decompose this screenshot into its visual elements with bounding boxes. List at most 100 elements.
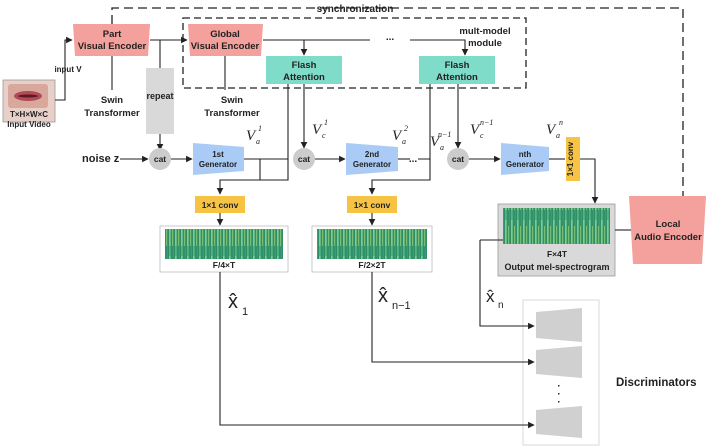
discriminators-label: Discriminators [616, 377, 697, 389]
vc1-base: V [312, 122, 323, 138]
gen2-dots: ... [409, 154, 418, 165]
disc-vdot-1: · [557, 381, 560, 392]
vcn1-sup: n−1 [480, 118, 493, 127]
x1-to-disc-arrow [219, 272, 535, 429]
gen1-line1: 1st [212, 150, 224, 159]
global-visual-encoder [188, 24, 263, 56]
van-base: V [546, 122, 557, 138]
conv-1-label: 1×1 conv [202, 200, 239, 210]
conv-1 [195, 196, 245, 213]
repeat-block [146, 68, 174, 134]
flash-attention-1 [266, 56, 342, 84]
genn-line1: nth [519, 150, 532, 159]
conv-n [566, 137, 580, 181]
swin-left-line1: Swin [101, 95, 123, 106]
flash-attention-2 [419, 56, 495, 84]
multimodel-label-line1: mult-model [459, 26, 510, 37]
van1-sup: n−1 [438, 130, 451, 139]
x1-hat-sub: 1 [242, 306, 248, 318]
global-encoder-line1: Global [210, 29, 240, 40]
vcn1-sub: c [480, 131, 484, 140]
input-v-label: input V [54, 65, 82, 74]
gen2-to-conv-arrow [368, 158, 431, 195]
x1-hat-base: x̂ [228, 291, 238, 313]
input-video-thumbnail [2, 79, 56, 123]
gen2-line1: 2nd [365, 150, 379, 159]
discriminator-2 [536, 346, 582, 378]
input-video-arrow [55, 36, 73, 101]
gen1-line2: Generator [199, 160, 237, 169]
va2-sup: 2 [404, 124, 408, 133]
cat-label-1: cat [154, 154, 166, 164]
xn1-hat-sub: n−1 [392, 300, 411, 312]
multimodel-dots: ... [386, 32, 395, 43]
cat-node-2 [293, 148, 315, 170]
input-video-label: Input Video [7, 120, 51, 129]
swin-mid-line2: Transformer [204, 108, 260, 119]
swin-left-line2: Transformer [84, 108, 140, 119]
part-encoder-line1: Part [103, 29, 122, 40]
cat-node-3 [447, 148, 469, 170]
xn1-to-disc-arrow [371, 272, 535, 366]
van-sub: a [556, 131, 560, 140]
global-encoder-line2: Visual Encoder [191, 41, 260, 52]
output-label: Output mel-spectrogram [504, 262, 609, 272]
global-to-flash2-arrow [410, 39, 469, 56]
spec1-label: F/4×T [213, 260, 236, 270]
output-dims-label: F×4T [547, 249, 568, 259]
conv-n-label: 1×1 conv [566, 141, 575, 176]
spectrogram-1 [165, 229, 283, 259]
cat-label-3: cat [452, 154, 464, 164]
flash2-line1: Flash [445, 60, 470, 71]
xn1-hat-base: x̂ [378, 285, 388, 307]
va2-base: V [392, 128, 403, 144]
gen2-line2: Generator [353, 160, 391, 169]
noise-z-label: noise z [82, 153, 120, 165]
output-spectrogram [503, 208, 610, 244]
vc1-sup: 1 [324, 118, 328, 127]
generator-2 [346, 143, 398, 175]
discriminator-n [536, 406, 582, 438]
genn-line2: Generator [506, 160, 544, 169]
xn-hat-base: x̂ [486, 287, 495, 306]
xn-hat-sub: n [498, 300, 504, 311]
va1-sub: a [256, 137, 260, 146]
va1-sup: 1 [258, 124, 262, 133]
xn-to-disc-arrow [479, 240, 535, 330]
van-sup: n [559, 118, 563, 127]
multimodel-label-line2: module [468, 38, 502, 49]
va1-base: V [246, 128, 257, 144]
disc-vdot-3: · [557, 397, 560, 408]
repeat-label: repeat [146, 91, 173, 101]
part-visual-encoder [73, 24, 150, 56]
generator-1 [193, 143, 244, 175]
conv-2 [347, 196, 397, 213]
spectrogram-2 [317, 229, 427, 259]
discriminator-1 [536, 308, 582, 342]
input-video-dims: T×H×W×C [10, 110, 48, 119]
flash1-line1: Flash [292, 60, 317, 71]
cat-label-2: cat [298, 154, 310, 164]
part-encoder-line2: Visual Encoder [78, 41, 147, 52]
synchronization-label: synchronization [317, 4, 394, 15]
vc1-sub: c [322, 131, 326, 140]
generator-n [501, 143, 549, 175]
vcn1-base: V [470, 122, 481, 138]
va2-sub: a [402, 137, 406, 146]
convn-to-output-arrow [580, 158, 599, 204]
disc-vdot-2: · [557, 389, 560, 400]
van1-base: V [430, 134, 441, 150]
spec2-label: F/2×2T [358, 260, 386, 270]
multimodel-module-box [182, 17, 527, 89]
flash1-line2: Attention [283, 72, 325, 83]
swin-mid-line1: Swin [221, 95, 243, 106]
flash2-line2: Attention [436, 72, 478, 83]
local-audio-encoder [629, 196, 706, 264]
conv-2-label: 1×1 conv [354, 200, 391, 210]
audio-encoder-line2: Audio Encoder [634, 232, 702, 243]
gen1-branch-line [260, 159, 289, 181]
van1-sub: a [440, 143, 444, 152]
audio-encoder-line1: Local [656, 219, 681, 230]
